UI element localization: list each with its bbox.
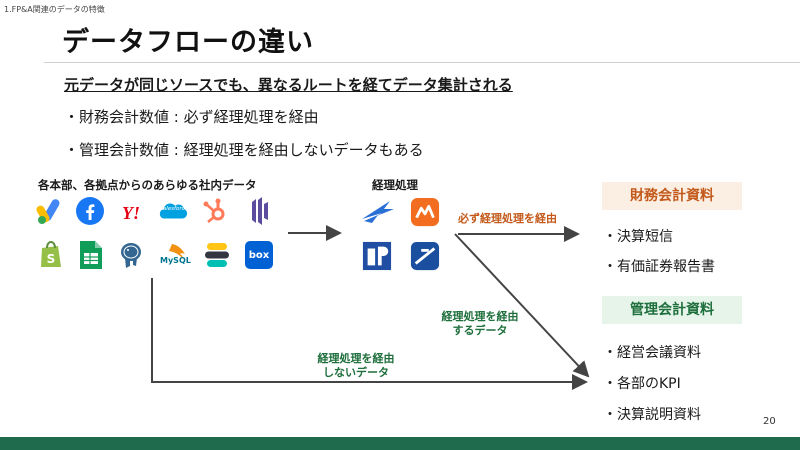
svg-text:S: S [47, 252, 56, 266]
facebook-icon [75, 196, 105, 226]
processing-label: 経理処理 [372, 178, 418, 192]
freee-bird-icon [360, 197, 396, 227]
accounting-app-icon [410, 241, 440, 271]
marketo-icon [244, 196, 274, 226]
sources-label: 各本部、各拠点からのあらゆる社内データ [38, 178, 257, 192]
google-ads-icon [36, 196, 66, 226]
financial-item: ・決算短信 [603, 229, 673, 245]
mysql-icon: MySQL [158, 240, 192, 270]
management-item: ・各部のKPI [603, 376, 681, 392]
management-item: ・決算説明資料 [603, 407, 701, 423]
title-divider [44, 62, 800, 63]
elastic-icon [202, 240, 232, 270]
bullet-management: ・管理会計数値 : 経理処理を経由しないデータもある [64, 141, 424, 159]
management-header: 管理会計資料 [602, 296, 742, 324]
page-number: 20 [763, 416, 776, 427]
bullet-financial: ・財務会計数値 : 必ず経理処理を経由 [64, 108, 319, 126]
yahoo-icon: Y! [122, 202, 140, 223]
breadcrumb: 1.FP&A関連のデータの特徴 [4, 5, 105, 14]
via-route-label: 経理処理を経由 するデータ [441, 310, 519, 337]
shopify-icon: S [36, 240, 66, 270]
financial-header: 財務会計資料 [602, 182, 742, 210]
must-route-label: 必ず経理処理を経由 [458, 212, 557, 225]
no-via-route-label: 経理処理を経由 しないデータ [317, 352, 395, 379]
management-item: ・経営会議資料 [603, 345, 701, 361]
subtitle: 元データが同じソースでも、異なるルートを経てデータ集計される [64, 76, 513, 94]
box-icon: box [244, 240, 274, 270]
obic-icon [362, 241, 392, 271]
footer-bar [0, 437, 800, 450]
financial-item: ・有価証券報告書 [603, 259, 715, 275]
sources-to-management-arrow [151, 278, 588, 390]
hubspot-icon [200, 196, 230, 226]
page-title: データフローの違い [62, 27, 314, 58]
salesforce-icon: salesforce [158, 196, 188, 226]
postgresql-icon [116, 240, 146, 270]
processing-to-management-arrow [454, 233, 590, 378]
moneyforward-icon [410, 197, 440, 227]
google-sheets-icon [76, 240, 106, 270]
